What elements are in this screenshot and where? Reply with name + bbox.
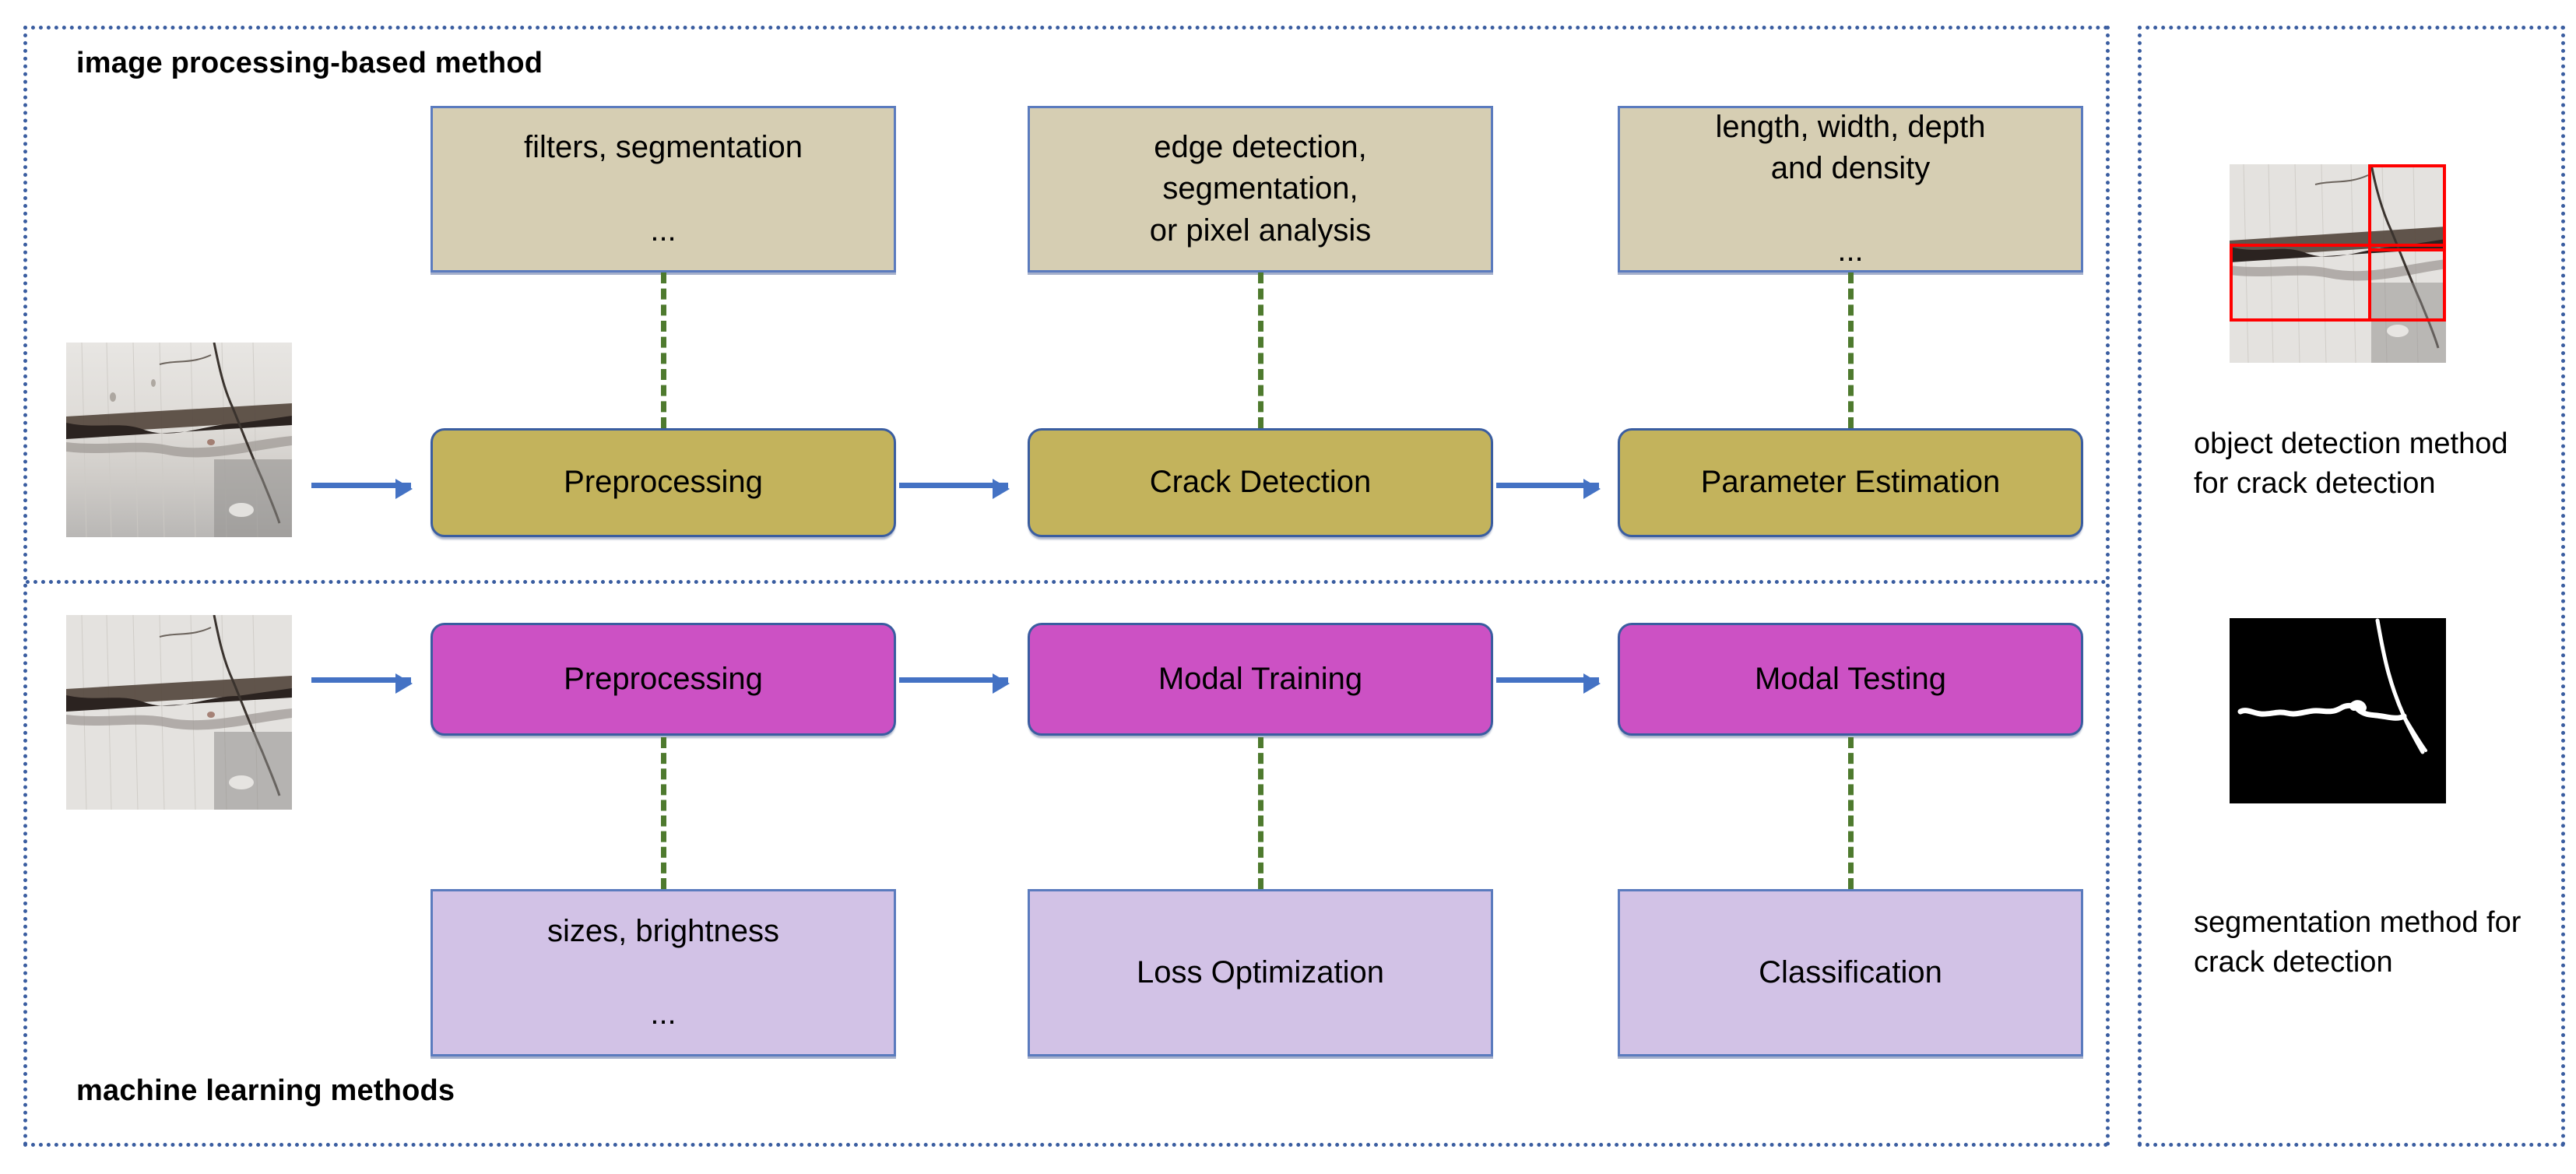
process-box-preprocessing-top-label: Preprocessing: [564, 465, 763, 500]
process-box-modal-testing[interactable]: Modal Testing: [1618, 623, 2083, 736]
process-box-preprocessing-bottom[interactable]: Preprocessing: [431, 623, 896, 736]
attribute-box-filters: filters, segmentation ...: [431, 106, 896, 272]
attribute-box-classification: Classification: [1618, 889, 2083, 1056]
attribute-box-sizes-brightness: sizes, brightness ...: [431, 889, 896, 1056]
attribute-box-length-width-depth-text: length, width, depth and density ...: [1715, 109, 1986, 269]
arrow-top-detection-to-estimation: [1496, 479, 1601, 499]
section-title-image-processing: image processing-based method: [76, 47, 543, 79]
dashed-connector-top-3: [1848, 272, 1854, 428]
arrow-bottom-training-to-testing: [1496, 673, 1601, 694]
object-detection-example-art: [2230, 164, 2446, 363]
process-box-parameter-estimation[interactable]: Parameter Estimation: [1618, 428, 2083, 537]
concrete-crack-photo-bottom: [66, 615, 292, 810]
attribute-box-sizes-brightness-text: sizes, brightness ...: [547, 913, 779, 1032]
attribute-box-length-width-depth: length, width, depth and density ...: [1618, 106, 2083, 272]
left-panel-frame: [23, 26, 2110, 1147]
dashed-connector-top-1: [661, 272, 666, 428]
process-box-crack-detection-label: Crack Detection: [1149, 465, 1372, 500]
process-box-modal-testing-label: Modal Testing: [1754, 661, 1947, 696]
attribute-box-classification-text: Classification: [1759, 954, 1942, 989]
crack-photo-art-top: [66, 343, 292, 537]
concrete-crack-photo-top: [66, 343, 292, 537]
process-box-modal-training[interactable]: Modal Training: [1028, 623, 1493, 736]
crack-segmentation-mask: [2230, 618, 2446, 803]
attribute-box-filters-text: filters, segmentation ...: [524, 130, 803, 248]
arrow-bottom-input-to-preprocessing: [311, 673, 413, 694]
crack-photo-art-bottom: [66, 615, 292, 810]
attribute-box-loss-optimization: Loss Optimization: [1028, 889, 1493, 1056]
attribute-box-edge-detection: edge detection, segmentation, or pixel a…: [1028, 106, 1493, 272]
dashed-connector-top-2: [1258, 272, 1263, 428]
caption-segmentation: segmentation method for crack detection: [2194, 906, 2522, 979]
process-box-modal-training-label: Modal Training: [1158, 661, 1363, 696]
process-box-crack-detection[interactable]: Crack Detection: [1028, 428, 1493, 537]
process-box-preprocessing-bottom-label: Preprocessing: [564, 661, 763, 696]
arrow-bottom-preprocessing-to-training: [899, 673, 1010, 694]
caption-object-detection: object detection method for crack detect…: [2194, 427, 2508, 500]
dashed-connector-bottom-3: [1848, 737, 1854, 889]
process-box-preprocessing-top[interactable]: Preprocessing: [431, 428, 896, 537]
attribute-box-loss-optimization-text: Loss Optimization: [1137, 954, 1384, 989]
arrow-top-preprocessing-to-detection: [899, 479, 1010, 499]
methods-divider: [26, 580, 2107, 584]
section-title-machine-learning: machine learning methods: [76, 1074, 455, 1107]
attribute-box-edge-detection-text: edge detection, segmentation, or pixel a…: [1149, 130, 1372, 248]
arrow-top-input-to-preprocessing: [311, 479, 413, 499]
dashed-connector-bottom-2: [1258, 737, 1263, 889]
dashed-connector-bottom-1: [661, 737, 666, 889]
right-panel-frame: [2138, 26, 2565, 1147]
process-box-parameter-estimation-label: Parameter Estimation: [1700, 465, 2001, 500]
crack-photo-with-detection-boxes: [2230, 164, 2446, 363]
segmentation-mask-art: [2230, 618, 2446, 803]
